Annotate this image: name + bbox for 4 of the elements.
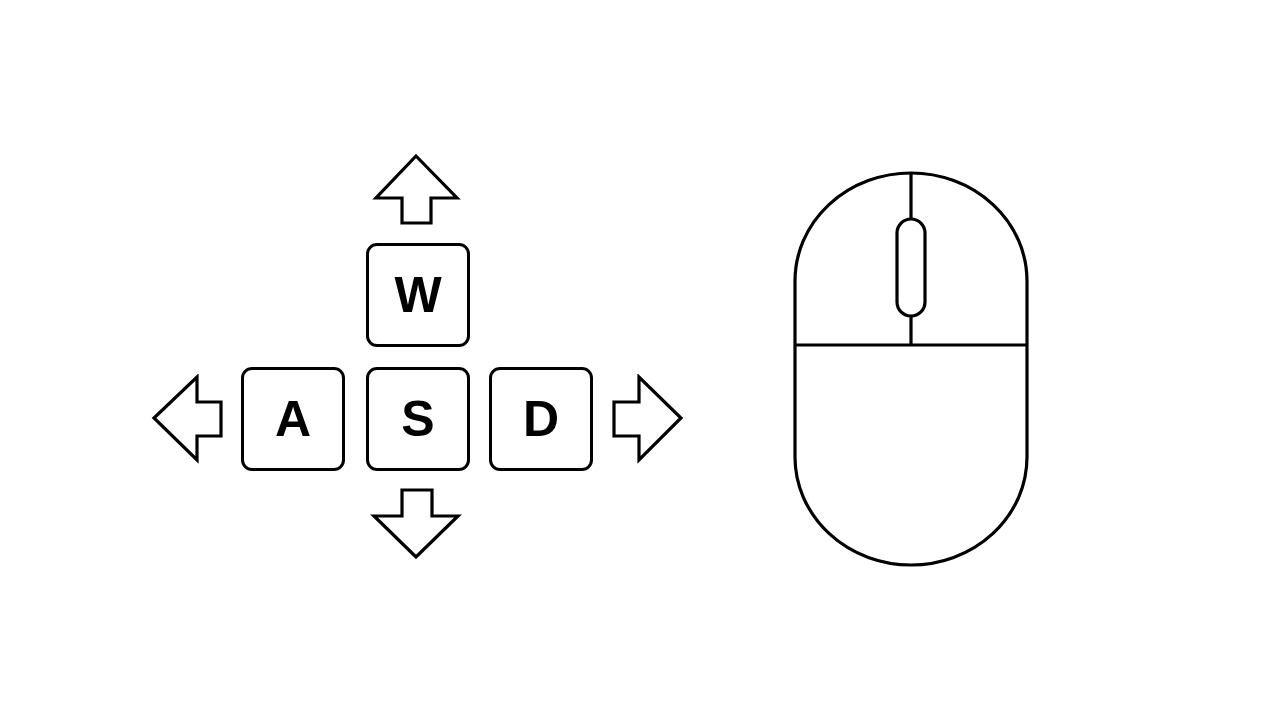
keyboard-key: D (489, 367, 593, 471)
keyboard-key: S (366, 367, 470, 471)
keyboard-key: A (241, 367, 345, 471)
keyboard-key: W (366, 243, 470, 347)
